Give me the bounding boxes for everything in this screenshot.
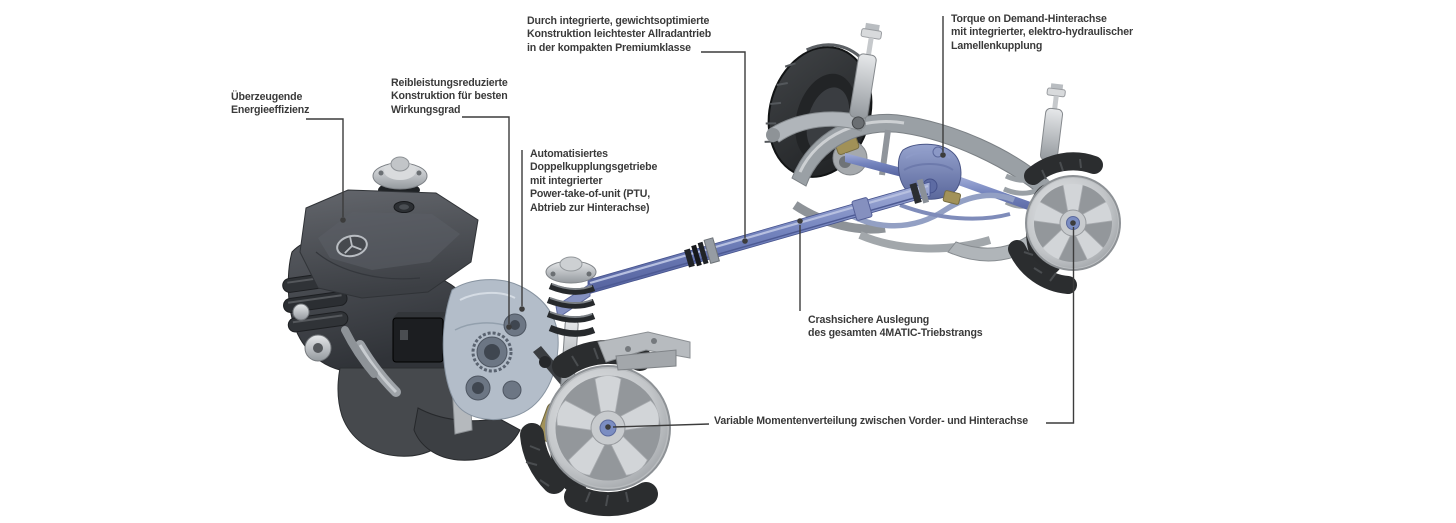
callout-lightweight-awd: Durch integrierte, gewichtsoptimierte Ko… — [527, 15, 712, 54]
leader-torque-split-right — [1046, 227, 1075, 424]
callout-torque-on-demand: Torque on Demand-Hinterachse mit integri… — [951, 13, 1133, 52]
subframe-bracket — [597, 331, 691, 371]
callout-torque-split: Variable Momentenverteilung zwischen Vor… — [714, 415, 1028, 427]
callout-dual-clutch-gearbox: Automatisiertes Doppelkupplungsgetriebe … — [530, 148, 658, 214]
callout-crash-safe: Crashsichere Auslegung des gesamten 4MAT… — [808, 314, 983, 340]
rear-right-shock — [1039, 83, 1066, 170]
rear-left-halfshaft — [845, 153, 902, 177]
callout-friction-reduced: Reibleistungsreduzierte Konstruktion für… — [391, 77, 508, 116]
callout-energy-efficiency: Überzeugende Energieeffizienz — [231, 91, 310, 117]
cv-joint-boot — [684, 237, 720, 268]
stabilizer-bar — [840, 192, 1016, 229]
leader-lightweight-awd — [701, 51, 746, 238]
rear-tire-segments — [1008, 152, 1103, 294]
leader-dots — [340, 152, 1076, 430]
transmission-housing — [442, 279, 591, 420]
rear-right-caliper — [942, 190, 962, 205]
engine-cover — [299, 189, 479, 299]
mercedes-star-icon — [336, 234, 368, 258]
leader-friction-reduced — [462, 116, 510, 324]
rear-left-shock — [849, 22, 883, 130]
driveshaft-rear-flange — [909, 178, 930, 204]
engine-assembly — [282, 156, 600, 461]
leader-torque-split-left — [612, 423, 710, 428]
ecu-box — [392, 312, 448, 363]
rear-right-wheel — [1008, 152, 1121, 294]
leader-energy-efficiency — [306, 118, 344, 217]
leader-lines — [306, 16, 1075, 428]
front-strut-top-mount — [372, 156, 428, 198]
